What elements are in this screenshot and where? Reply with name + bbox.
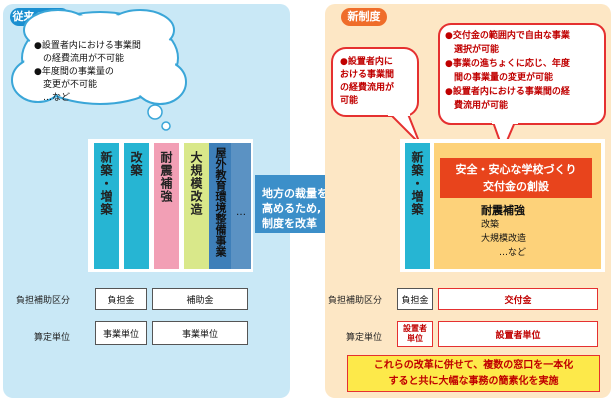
left-row1-box2: 補助金 [152, 288, 248, 310]
arrow-line: 地方の裁量を [262, 187, 328, 200]
bubble-line: 変更が不可能 [34, 80, 98, 90]
bubble-line: ●設置者内に [340, 57, 393, 67]
grant-items: 改築 大規模改造 …など [481, 218, 526, 260]
arrow-line: 制度を改革 [262, 217, 317, 230]
bubble-line: ●設置者内における事業間 [34, 41, 141, 51]
left-thought-bubble [11, 9, 187, 131]
bubble-line: おける事業間 [340, 70, 395, 80]
right-header: 新制度 [341, 8, 387, 26]
right-row1-label: 負担補助区分 [328, 296, 383, 306]
right-row1-box1: 負担金 [397, 288, 433, 310]
grant-item: …など [481, 248, 527, 258]
column-seismic: 耐震補強 [154, 143, 179, 269]
left-row1-label: 負担補助区分 [16, 296, 71, 306]
right-row2-box1: 設置者単位 [397, 321, 433, 347]
grant-item: 改築 [481, 220, 500, 230]
column-rebuild: 改築 [124, 143, 149, 269]
bubble-line: 費流用が可能 [445, 101, 509, 111]
bubble-line: ●設置者内における事業間の経 [445, 87, 570, 97]
bubble-line: の経費流用が [340, 83, 395, 93]
bubble-line: ●年度間の事業量の [34, 67, 114, 77]
reform-footer-note: これらの改革に併せて、複数の窓口を一本化 すると共に大幅な事務の簡素化を実施 [347, 355, 600, 392]
right-row1-box2: 交付金 [438, 288, 598, 310]
column-large-renovation: 大規模改造 [184, 143, 209, 269]
banner-line: 交付金の創設 [483, 180, 549, 193]
right-small-bubble-text: ●設置者内に おける事業間 の経費流用が 可能 [340, 56, 420, 108]
grant-main-item: 耐震補強 [481, 204, 525, 217]
footer-line: これらの改革に併せて、複数の窓口を一本化 [373, 360, 574, 371]
right-big-bubble-text: ●交付金の範囲内で自由な事業 選択が可能 ●事業の進ちょくに応じ、年度 間の事業… [445, 29, 605, 113]
right-row2-box2: 設置者単位 [438, 321, 598, 347]
right-small-bubble [331, 47, 421, 145]
bubble-line: ●交付金の範囲内で自由な事業 [445, 31, 570, 41]
bubble-line: 可能 [340, 96, 359, 106]
bubble-line: 選択が可能 [445, 45, 500, 55]
column-new-build-right: 新築・増築 [405, 143, 430, 269]
bubble-line: ●事業の進ちょくに応じ、年度 [445, 59, 570, 69]
grant-item: 大規模改造 [481, 234, 527, 244]
column-more-dots: … [236, 207, 246, 218]
column-new-build: 新築・増築 [94, 143, 119, 269]
footer-line: すると共に大幅な事務の簡素化を実施 [388, 376, 559, 387]
column-outdoor-env: 屋外教育環境整備事業 [209, 143, 231, 269]
arrow-line: 高めるため, [262, 202, 322, 215]
left-row2-label: 算定単位 [34, 333, 71, 343]
bubble-line: の経費流用が不可能 [34, 54, 125, 64]
bubble-line: 間の事業量の変更が可能 [445, 73, 554, 83]
reform-arrow-text: 地方の裁量を 高めるため, 制度を改革 [262, 186, 362, 231]
banner-line: 安全・安心な学校づくり [455, 163, 577, 176]
bubble-line: …など [34, 93, 71, 103]
column-more-bar [231, 143, 251, 269]
left-row2-box1: 事業単位 [95, 321, 147, 345]
left-row1-box1: 負担金 [95, 288, 147, 310]
left-bubble-text: ●設置者内における事業間 の経費流用が不可能 ●年度間の事業量の 変更が不可能 … [34, 40, 174, 105]
right-row2-label: 算定単位 [346, 333, 383, 343]
right-big-bubble [438, 23, 606, 152]
grant-banner: 安全・安心な学校づくり 交付金の創設 [440, 158, 592, 198]
left-row2-box2: 事業単位 [152, 321, 248, 345]
